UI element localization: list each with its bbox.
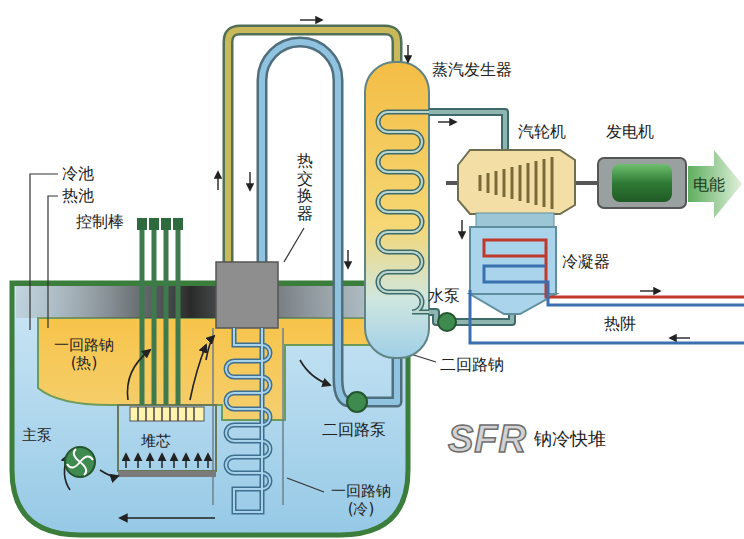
pool-flow-arrows xyxy=(64,336,330,518)
hx-shroud xyxy=(212,328,214,505)
steam-generator xyxy=(365,62,429,358)
vessel-wall xyxy=(12,283,408,535)
turbine xyxy=(458,150,575,214)
type-label: 钠冷快堆 xyxy=(534,428,606,450)
cooling-pipe-hot xyxy=(484,240,744,297)
generator xyxy=(598,158,686,208)
control-rods xyxy=(137,218,183,405)
label-box: 二回路钠 xyxy=(440,355,504,374)
label-box: 控制棒 xyxy=(76,212,124,231)
hx-coil xyxy=(226,328,270,512)
coolant-label: 一回路钠 (热) xyxy=(50,336,118,372)
part-label: 发电机 xyxy=(606,122,654,141)
part-label: 热阱 xyxy=(604,314,636,333)
label-box: 热阱 xyxy=(604,314,636,333)
sg-coil xyxy=(378,112,429,312)
fuel-assembly xyxy=(130,407,204,421)
generator-rotor xyxy=(612,164,672,202)
label-box: 冷凝器 xyxy=(562,252,610,271)
part-label: 蒸汽发生器 xyxy=(432,60,512,79)
pool-label: 冷池 xyxy=(62,164,94,183)
flow-direction-arrows xyxy=(218,20,690,338)
heat-exchanger-head xyxy=(216,262,278,328)
fuel-pins xyxy=(138,407,194,421)
label-box: 一回路钠 (热) xyxy=(50,336,118,372)
secondary-pump xyxy=(347,392,367,412)
pump-impeller xyxy=(67,449,93,475)
cooling-pipe-cold xyxy=(484,266,744,305)
part-label: 二回路钠 xyxy=(440,355,504,374)
core-flow-arrows xyxy=(126,454,208,468)
part-label: 冷凝器 xyxy=(562,252,610,271)
condenser-neck xyxy=(476,213,554,227)
logo-text: SFR xyxy=(448,420,527,458)
main-pump xyxy=(65,447,95,477)
label-box: 主泵 xyxy=(22,426,52,444)
vessel-top xyxy=(12,282,408,286)
label-box: 电能 xyxy=(693,175,725,194)
vessel xyxy=(12,283,408,535)
sg-coil xyxy=(378,112,429,312)
water-pump xyxy=(438,313,456,331)
cooling-return xyxy=(470,290,744,343)
core-frame xyxy=(118,405,216,471)
part-label: 控制棒 xyxy=(76,212,124,231)
label-box: 水泵 xyxy=(428,286,460,305)
label-box: 蒸汽发生器 xyxy=(432,60,512,79)
part-label: 热交换器 xyxy=(297,152,313,222)
power-arrow xyxy=(688,150,742,218)
label-box: 热池 xyxy=(62,186,94,205)
label-box: 汽轮机 xyxy=(518,122,566,141)
part-label: 堆芯 xyxy=(141,432,171,450)
vessel-lid xyxy=(16,286,404,318)
part-label: 主泵 xyxy=(22,426,52,444)
label-box: 堆芯 xyxy=(141,432,171,450)
label-box: 一回路钠 (冷) xyxy=(326,482,396,518)
label-box: 钠冷快堆 xyxy=(534,428,606,450)
coolant-label: 一回路钠 (冷) xyxy=(326,482,396,518)
part-label: 水泵 xyxy=(428,286,460,305)
label-box: 发电机 xyxy=(606,122,654,141)
pool-label: 热池 xyxy=(62,186,94,205)
part-label: 汽轮机 xyxy=(518,122,566,141)
label-box: SFR xyxy=(448,420,527,458)
hx-coil xyxy=(226,328,270,512)
output-label: 电能 xyxy=(693,175,725,194)
hx-shroud xyxy=(282,328,284,505)
condenser-hopper xyxy=(470,294,556,314)
part-label: 二回路泵 xyxy=(322,420,386,439)
label-box: 冷池 xyxy=(62,164,94,183)
core-support xyxy=(118,471,216,477)
condenser xyxy=(470,227,556,294)
label-box: 热交换器 xyxy=(297,152,313,222)
label-box: 二回路泵 xyxy=(322,420,386,439)
turbine-blades xyxy=(480,157,552,209)
